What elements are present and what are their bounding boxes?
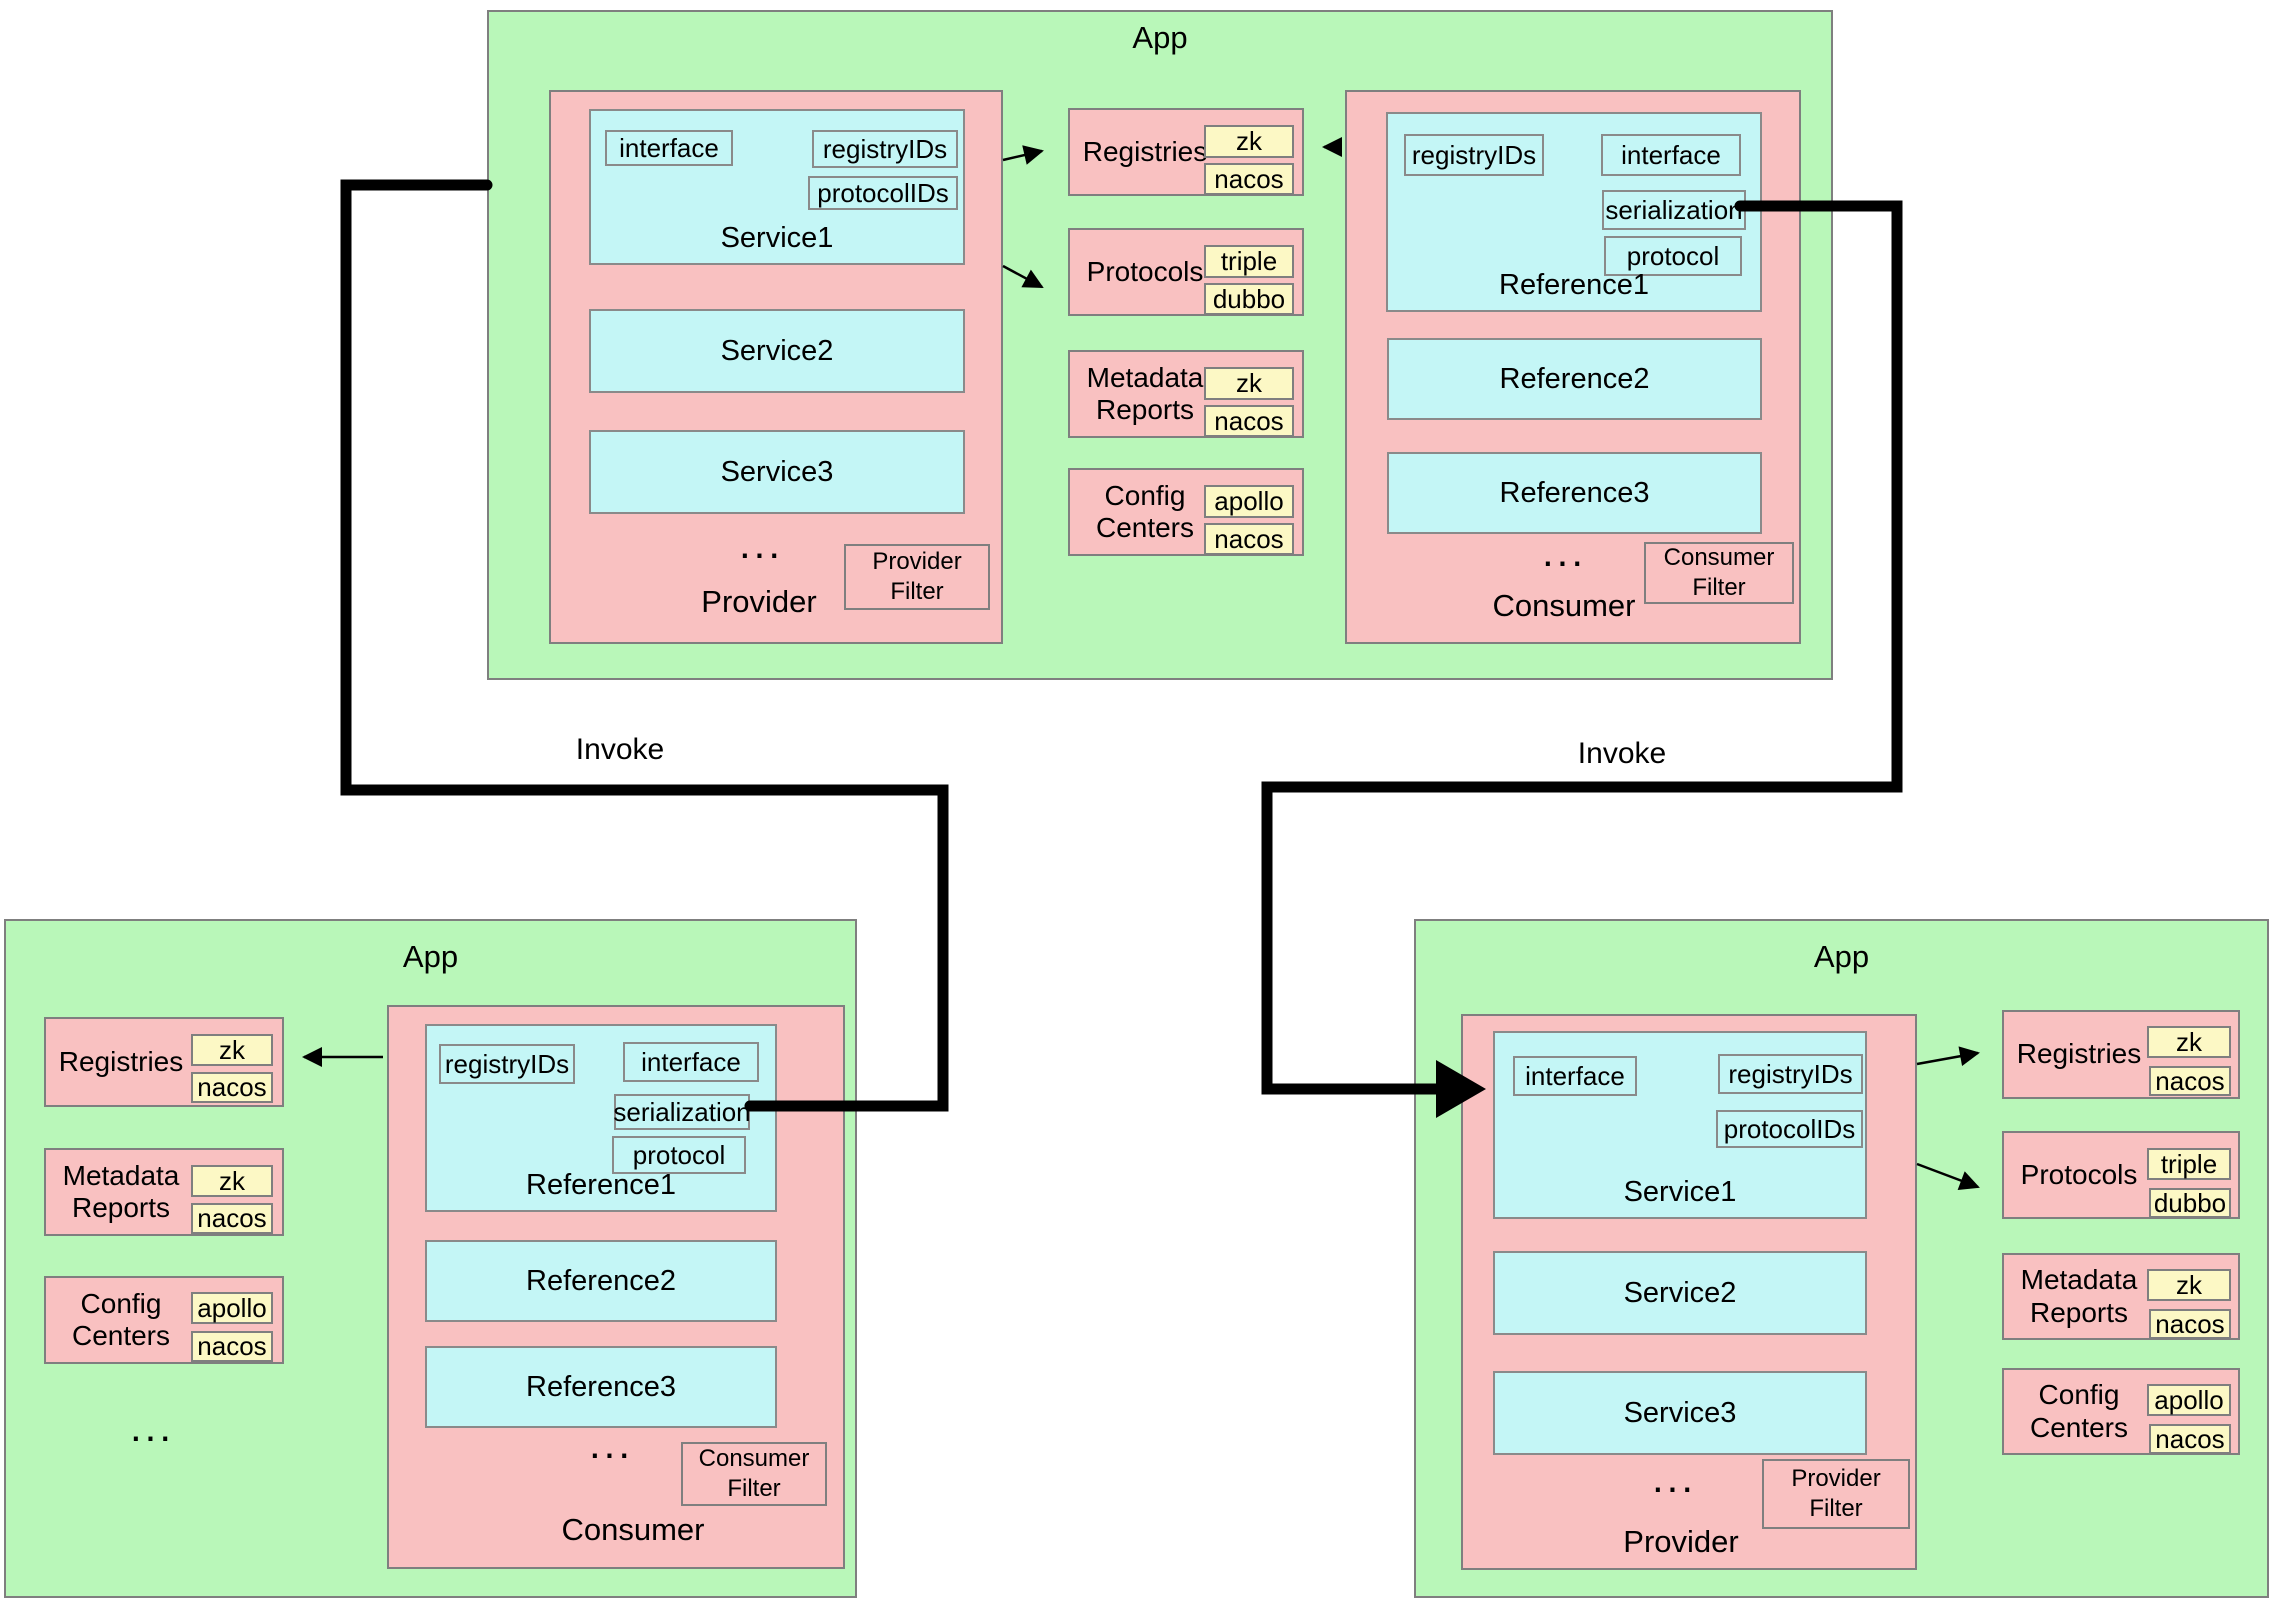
metadata-reports-label: Metadata Reports bbox=[1086, 361, 1204, 425]
config-centers-label: Config Centers bbox=[71, 1287, 171, 1351]
reference3-box: Reference3 bbox=[425, 1346, 777, 1428]
config-centers-box-bl: Config Centers apollo nacos bbox=[44, 1276, 284, 1364]
service1-name: Service1 bbox=[1623, 1176, 1737, 1208]
registries-box-top: Registries zk nacos bbox=[1068, 108, 1304, 196]
registries-label: Registries bbox=[58, 1045, 184, 1077]
protocol-dubbo: dubbo bbox=[2149, 1188, 2231, 1218]
interface-field: interface bbox=[623, 1042, 759, 1082]
protocols-label: Protocols bbox=[2020, 1158, 2138, 1190]
config-nacos: nacos bbox=[2149, 1424, 2231, 1454]
reference1-name: Reference1 bbox=[526, 1169, 676, 1201]
provider-label: Provider bbox=[1623, 1524, 1739, 1559]
service1-box: interface registryIDs protocolIDs Servic… bbox=[589, 109, 965, 265]
registryids-field: registryIDs bbox=[1718, 1054, 1863, 1094]
app-bottom-left: App Registries zk nacos Metadata Reports… bbox=[4, 919, 857, 1598]
app-bl-ellipsis: ... bbox=[129, 1403, 174, 1450]
provider-ellipsis: ... bbox=[1651, 1454, 1696, 1501]
app-top-title: App bbox=[1132, 20, 1188, 55]
protocol-field: protocol bbox=[612, 1136, 746, 1174]
registry-nacos: nacos bbox=[2149, 1066, 2231, 1096]
protocols-box-br: Protocols triple dubbo bbox=[2002, 1131, 2240, 1219]
reference2-box: Reference2 bbox=[1387, 338, 1762, 420]
consumer-filter-box: Consumer Filter bbox=[1644, 542, 1794, 604]
metadata-reports-label: Metadata Reports bbox=[2020, 1264, 2138, 1328]
service2-box: Service2 bbox=[1493, 1251, 1867, 1335]
config-centers-label: Config Centers bbox=[1095, 479, 1195, 543]
registry-zk: zk bbox=[1204, 125, 1294, 158]
consumer-box-top: registryIDs interface serialization prot… bbox=[1345, 90, 1801, 644]
reference1-box: registryIDs interface serialization prot… bbox=[1386, 112, 1762, 312]
registryids-field: registryIDs bbox=[812, 130, 958, 168]
metadata-reports-box-br: Metadata Reports zk nacos bbox=[2002, 1253, 2240, 1340]
protocol-triple: triple bbox=[2147, 1148, 2231, 1180]
provider-ellipsis: ... bbox=[738, 520, 783, 567]
config-centers-box-br: Config Centers apollo nacos bbox=[2002, 1368, 2240, 1455]
consumer-label: Consumer bbox=[1492, 588, 1636, 623]
protocolids-field: protocolIDs bbox=[1716, 1110, 1863, 1148]
interface-field: interface bbox=[1513, 1056, 1637, 1096]
invoke-label-left: Invoke bbox=[575, 733, 665, 766]
metadata-nacos: nacos bbox=[191, 1203, 273, 1234]
config-centers-box-top: Config Centers apollo nacos bbox=[1068, 468, 1304, 556]
reference1-name: Reference1 bbox=[1499, 269, 1649, 301]
service1-name: Service1 bbox=[720, 222, 834, 254]
protocols-box-top: Protocols triple dubbo bbox=[1068, 228, 1304, 316]
registries-label: Registries bbox=[1082, 135, 1208, 167]
registries-box-bl: Registries zk nacos bbox=[44, 1017, 284, 1107]
metadata-reports-box-bl: Metadata Reports zk nacos bbox=[44, 1148, 284, 1236]
metadata-nacos: nacos bbox=[2149, 1309, 2231, 1339]
config-apollo: apollo bbox=[191, 1292, 273, 1324]
config-apollo: apollo bbox=[2147, 1384, 2231, 1416]
service3-box: Service3 bbox=[1493, 1371, 1867, 1455]
registryids-field: registryIDs bbox=[439, 1044, 575, 1084]
serialization-field: serialization bbox=[1602, 190, 1746, 230]
provider-filter-box: Provider Filter bbox=[1762, 1459, 1910, 1529]
interface-field: interface bbox=[605, 130, 733, 166]
consumer-label: Consumer bbox=[561, 1512, 705, 1547]
provider-filter-box: Provider Filter bbox=[844, 544, 990, 610]
metadata-reports-box-top: Metadata Reports zk nacos bbox=[1068, 350, 1304, 438]
app-bottom-right: App interface registryIDs protocolIDs Se… bbox=[1414, 919, 2269, 1598]
reference3-box: Reference3 bbox=[1387, 452, 1762, 534]
interface-field: interface bbox=[1601, 134, 1741, 176]
provider-label: Provider bbox=[701, 584, 817, 619]
reference1-box: registryIDs interface serialization prot… bbox=[425, 1024, 777, 1212]
config-nacos: nacos bbox=[191, 1331, 273, 1362]
protocolids-field: protocolIDs bbox=[808, 176, 958, 210]
metadata-zk: zk bbox=[191, 1165, 273, 1197]
metadata-zk: zk bbox=[2147, 1269, 2231, 1301]
registryids-field: registryIDs bbox=[1404, 134, 1544, 176]
consumer-filter-box: Consumer Filter bbox=[681, 1442, 827, 1506]
provider-box-br: interface registryIDs protocolIDs Servic… bbox=[1461, 1014, 1917, 1570]
service1-box: interface registryIDs protocolIDs Servic… bbox=[1493, 1031, 1867, 1219]
app-bottom-right-title: App bbox=[1813, 939, 1870, 974]
config-centers-label: Config Centers bbox=[2029, 1379, 2129, 1443]
consumer-ellipsis: ... bbox=[588, 1420, 633, 1467]
consumer-box-bl: registryIDs interface serialization prot… bbox=[387, 1005, 845, 1569]
registry-zk: zk bbox=[191, 1034, 273, 1066]
consumer-ellipsis: ... bbox=[1541, 528, 1586, 575]
protocol-dubbo: dubbo bbox=[1204, 283, 1294, 315]
registries-label: Registries bbox=[2016, 1038, 2142, 1070]
provider-box-top: interface registryIDs protocolIDs Servic… bbox=[549, 90, 1003, 644]
protocol-triple: triple bbox=[1204, 245, 1294, 278]
protocols-label: Protocols bbox=[1086, 255, 1204, 287]
reference2-box: Reference2 bbox=[425, 1240, 777, 1322]
registry-nacos: nacos bbox=[1204, 163, 1294, 195]
registry-nacos: nacos bbox=[191, 1072, 273, 1103]
config-apollo: apollo bbox=[1204, 485, 1294, 518]
app-top: App interface registryIDs protocolIDs Se… bbox=[487, 10, 1833, 680]
config-nacos: nacos bbox=[1204, 523, 1294, 555]
metadata-reports-label: Metadata Reports bbox=[62, 1159, 180, 1223]
registry-zk: zk bbox=[2147, 1026, 2231, 1058]
registries-box-br: Registries zk nacos bbox=[2002, 1010, 2240, 1099]
service2-box: Service2 bbox=[589, 309, 965, 393]
metadata-zk: zk bbox=[1204, 367, 1294, 400]
serialization-field: serialization bbox=[613, 1094, 751, 1130]
service3-box: Service3 bbox=[589, 430, 965, 514]
invoke-label-right: Invoke bbox=[1577, 737, 1667, 770]
app-bottom-left-title: App bbox=[402, 939, 459, 974]
metadata-nacos: nacos bbox=[1204, 405, 1294, 437]
